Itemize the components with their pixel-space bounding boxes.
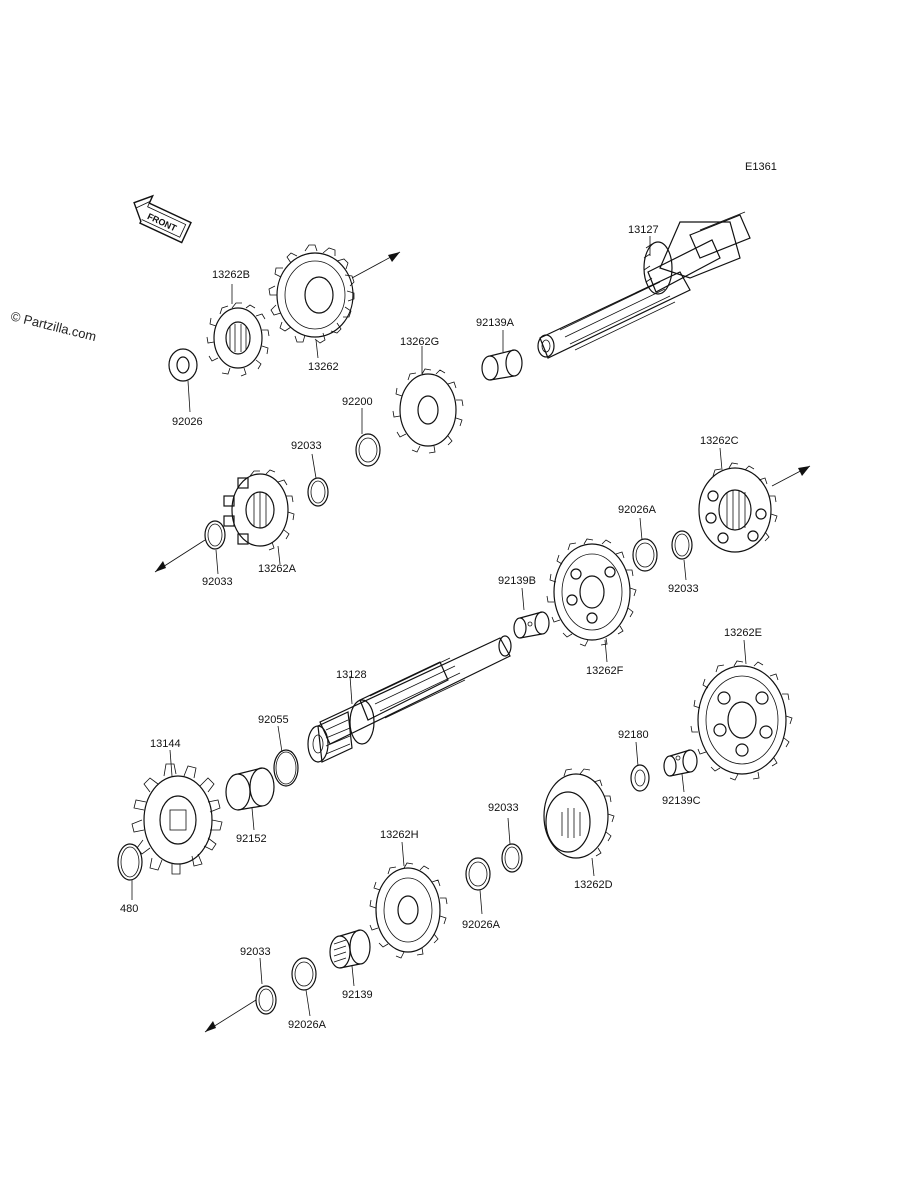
label-480: 480 [120, 903, 138, 915]
washer-92180 [630, 764, 650, 792]
label-92026A-b: 92026A [462, 919, 501, 931]
circlip-92033-e [255, 985, 277, 1015]
circlip-92033-b [204, 520, 226, 550]
label-92026A-c: 92026A [288, 1019, 327, 1031]
washer-92026A-b [465, 857, 491, 891]
gear-13262B [206, 302, 270, 377]
label-13262A: 13262A [258, 563, 297, 575]
label-13262E: 13262E [724, 627, 762, 639]
label-92139C: 92139C [662, 795, 701, 807]
oring-92055 [273, 749, 299, 787]
label-92139: 92139 [342, 989, 373, 1001]
washer-92026A-a [632, 538, 658, 572]
label-13144: 13144 [150, 738, 181, 750]
label-92026A-a: 92026A [618, 504, 657, 516]
sprocket-13144 [131, 763, 223, 875]
circlip-92033-a [307, 477, 329, 507]
output-shaft-13128 [307, 635, 512, 763]
label-92152: 92152 [236, 833, 267, 845]
label-13262G: 13262G [400, 336, 439, 348]
circlip-92033-c [671, 530, 693, 560]
label-13262H: 13262H [380, 829, 419, 841]
gear-13262 [268, 244, 355, 344]
washer-92026A-c [291, 957, 317, 991]
bushing-92139B [513, 611, 550, 639]
drive-shaft-13127 [537, 211, 751, 359]
label-92033-c: 92033 [668, 583, 699, 595]
washer-92200 [355, 433, 381, 467]
label-92055: 92055 [258, 714, 289, 726]
label-92026: 92026 [172, 416, 203, 428]
label-92180: 92180 [618, 729, 649, 741]
collar-92152 [225, 767, 275, 811]
bushing-92139C [663, 749, 698, 777]
bushing-92139A [481, 349, 523, 381]
gear-13262D [543, 768, 615, 859]
gear-13262A [223, 469, 295, 551]
label-92033-e: 92033 [240, 946, 271, 958]
circlip-480 [117, 843, 143, 881]
gear-13262E [690, 660, 793, 781]
label-13262: 13262 [308, 361, 339, 373]
label-92139B: 92139B [498, 575, 536, 587]
gear-13262F [546, 538, 637, 647]
label-92033-b: 92033 [202, 576, 233, 588]
label-13262C: 13262C [700, 435, 739, 447]
watermark: © Partzilla.com [9, 308, 98, 344]
label-92033-d: 92033 [488, 802, 519, 814]
needle-bearing-92139 [329, 929, 371, 969]
diagram-id: E1361 [745, 161, 777, 173]
label-92200: 92200 [342, 396, 373, 408]
circlip-92033-d [501, 843, 523, 873]
label-92139A: 92139A [476, 317, 515, 329]
label-13127: 13127 [628, 224, 659, 236]
front-arrow-icon: FRONT [133, 194, 192, 244]
label-13262D: 13262D [574, 879, 613, 891]
gear-13262G [392, 368, 464, 454]
gear-13262H [369, 862, 448, 959]
label-92033-a: 92033 [291, 440, 322, 452]
washer-92026 [168, 348, 198, 382]
gear-13262C [698, 462, 778, 553]
label-13128: 13128 [336, 669, 367, 681]
label-13262B: 13262B [212, 269, 250, 281]
label-13262F: 13262F [586, 665, 624, 677]
